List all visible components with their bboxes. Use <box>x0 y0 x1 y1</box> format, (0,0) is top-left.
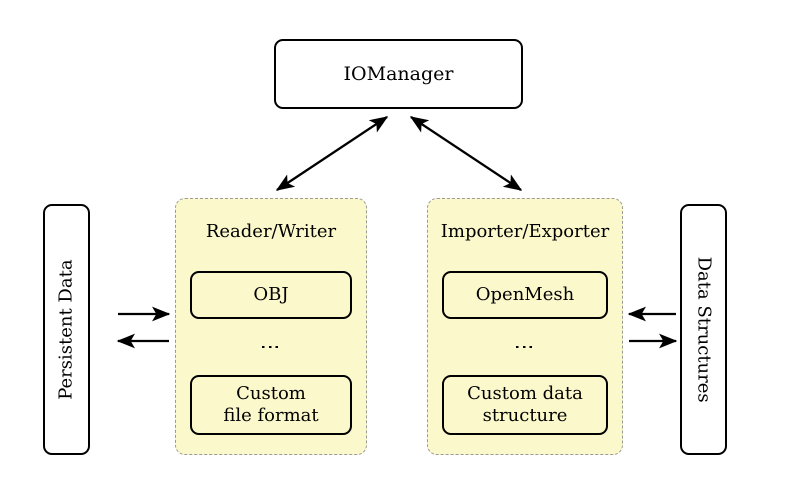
group-reader-writer-title: Reader/Writer <box>205 221 337 242</box>
item-openmesh-label: OpenMesh <box>475 284 575 306</box>
group-importer-exporter[interactable]: Importer/Exporter OpenMesh ⋮ Custom data… <box>427 198 623 455</box>
arrow-manager-importer-exporter <box>409 116 523 191</box>
node-persistent-data-label: Persistent Data <box>55 259 77 400</box>
item-openmesh[interactable]: OpenMesh <box>442 271 608 319</box>
group-importer-exporter-title: Importer/Exporter <box>440 221 610 242</box>
ellipsis-glyph-icon: ⋮ <box>513 337 537 357</box>
ellipsis-reader-writer: ⋮ <box>176 327 366 367</box>
item-custom-file-format-line1: Custom <box>236 383 306 405</box>
item-custom-data-structure-line2: structure <box>482 405 568 426</box>
arrow-manager-reader-writer <box>275 116 389 191</box>
item-custom-data-structure[interactable]: Custom data structure <box>442 375 608 435</box>
item-obj-label: OBJ <box>253 284 289 306</box>
ellipsis-glyph-icon: ⋮ <box>259 337 283 357</box>
item-custom-file-format[interactable]: Custom file format <box>190 375 352 435</box>
node-persistent-data[interactable]: Persistent Data <box>43 204 90 455</box>
group-reader-writer[interactable]: Reader/Writer OBJ ⋮ Custom file format <box>175 198 367 455</box>
ellipsis-importer-exporter: ⋮ <box>428 327 622 367</box>
node-data-structures-label: Data Structures <box>693 256 715 403</box>
node-iomanager[interactable]: IOManager <box>274 39 523 109</box>
item-custom-data-structure-line1: Custom data <box>467 383 583 405</box>
item-custom-file-format-line2: file format <box>223 405 319 426</box>
node-iomanager-label: IOManager <box>343 62 454 85</box>
item-obj[interactable]: OBJ <box>190 271 352 319</box>
node-data-structures[interactable]: Data Structures <box>680 204 727 455</box>
